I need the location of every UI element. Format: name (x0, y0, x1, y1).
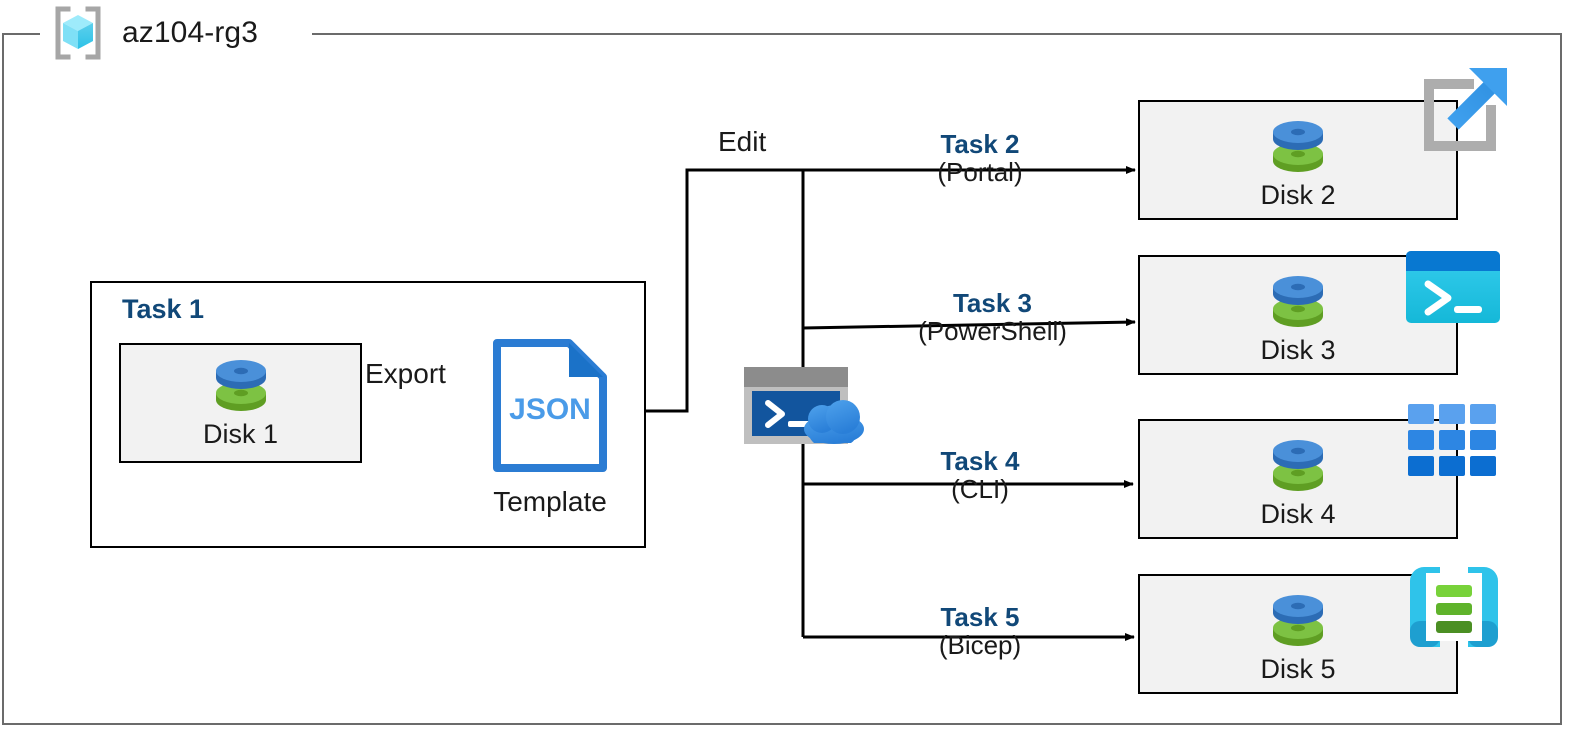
resource-group-header: az104-rg3 (48, 2, 258, 64)
template-caption: Template (493, 486, 607, 517)
azure-portal-icon (1407, 62, 1515, 170)
export-label: Export (365, 358, 446, 389)
bicep-icon (1406, 559, 1502, 655)
task2-tool: (Portal) (937, 157, 1023, 188)
disk-icon (1269, 114, 1327, 176)
disk-icon (1269, 588, 1327, 650)
disk-icon (1269, 269, 1327, 331)
json-file-type: JSON (509, 393, 591, 426)
edge-label-task5: Task 5 (Bicep) (855, 602, 1105, 661)
disk-icon (1269, 433, 1327, 495)
edge-label-task4: Task 4 (CLI) (855, 446, 1105, 505)
disk-card-5[interactable]: Disk 5 (1138, 574, 1458, 694)
json-file-icon[interactable]: JSON (491, 337, 609, 474)
connector-edit (609, 166, 1136, 413)
disk-card-4[interactable]: Disk 4 (1138, 419, 1458, 539)
disk-card-2-label: Disk 2 (1260, 180, 1336, 210)
azure-resource-group-icon (48, 3, 108, 63)
disk-card-5-label: Disk 5 (1260, 654, 1336, 684)
disk-card-3[interactable]: Disk 3 (1138, 255, 1458, 375)
disk-icon (212, 353, 270, 415)
resource-group-frame (2, 33, 1562, 725)
task4-tool: (CLI) (951, 474, 1009, 505)
disk-card-3-label: Disk 3 (1260, 335, 1336, 365)
task3-label: Task 3 (952, 288, 1032, 318)
disk-card-1-label: Disk 1 (202, 419, 278, 449)
disk-card-4-label: Disk 4 (1260, 499, 1336, 529)
task1-label: Task 1 (122, 294, 205, 324)
edit-label: Edit (718, 126, 767, 157)
powershell-icon (1406, 251, 1500, 323)
azure-cli-icon (1408, 404, 1496, 476)
connector-task3 (802, 318, 1136, 330)
disk-card-2[interactable]: Disk 2 (1138, 100, 1458, 220)
resource-group-title: az104-rg3 (122, 16, 258, 49)
task4-label: Task 4 (940, 446, 1020, 476)
disk-card-1[interactable]: Disk 1 (119, 343, 362, 463)
task3-tool: (PowerShell) (918, 316, 1067, 347)
edge-label-task2: Task 2 (Portal) (855, 129, 1105, 188)
task2-label: Task 2 (940, 129, 1020, 159)
edge-label-task3: Task 3 (PowerShell) (855, 288, 1130, 347)
task5-tool: (Bicep) (938, 630, 1022, 661)
cloud-shell-icon (744, 367, 864, 444)
task5-label: Task 5 (940, 602, 1020, 632)
